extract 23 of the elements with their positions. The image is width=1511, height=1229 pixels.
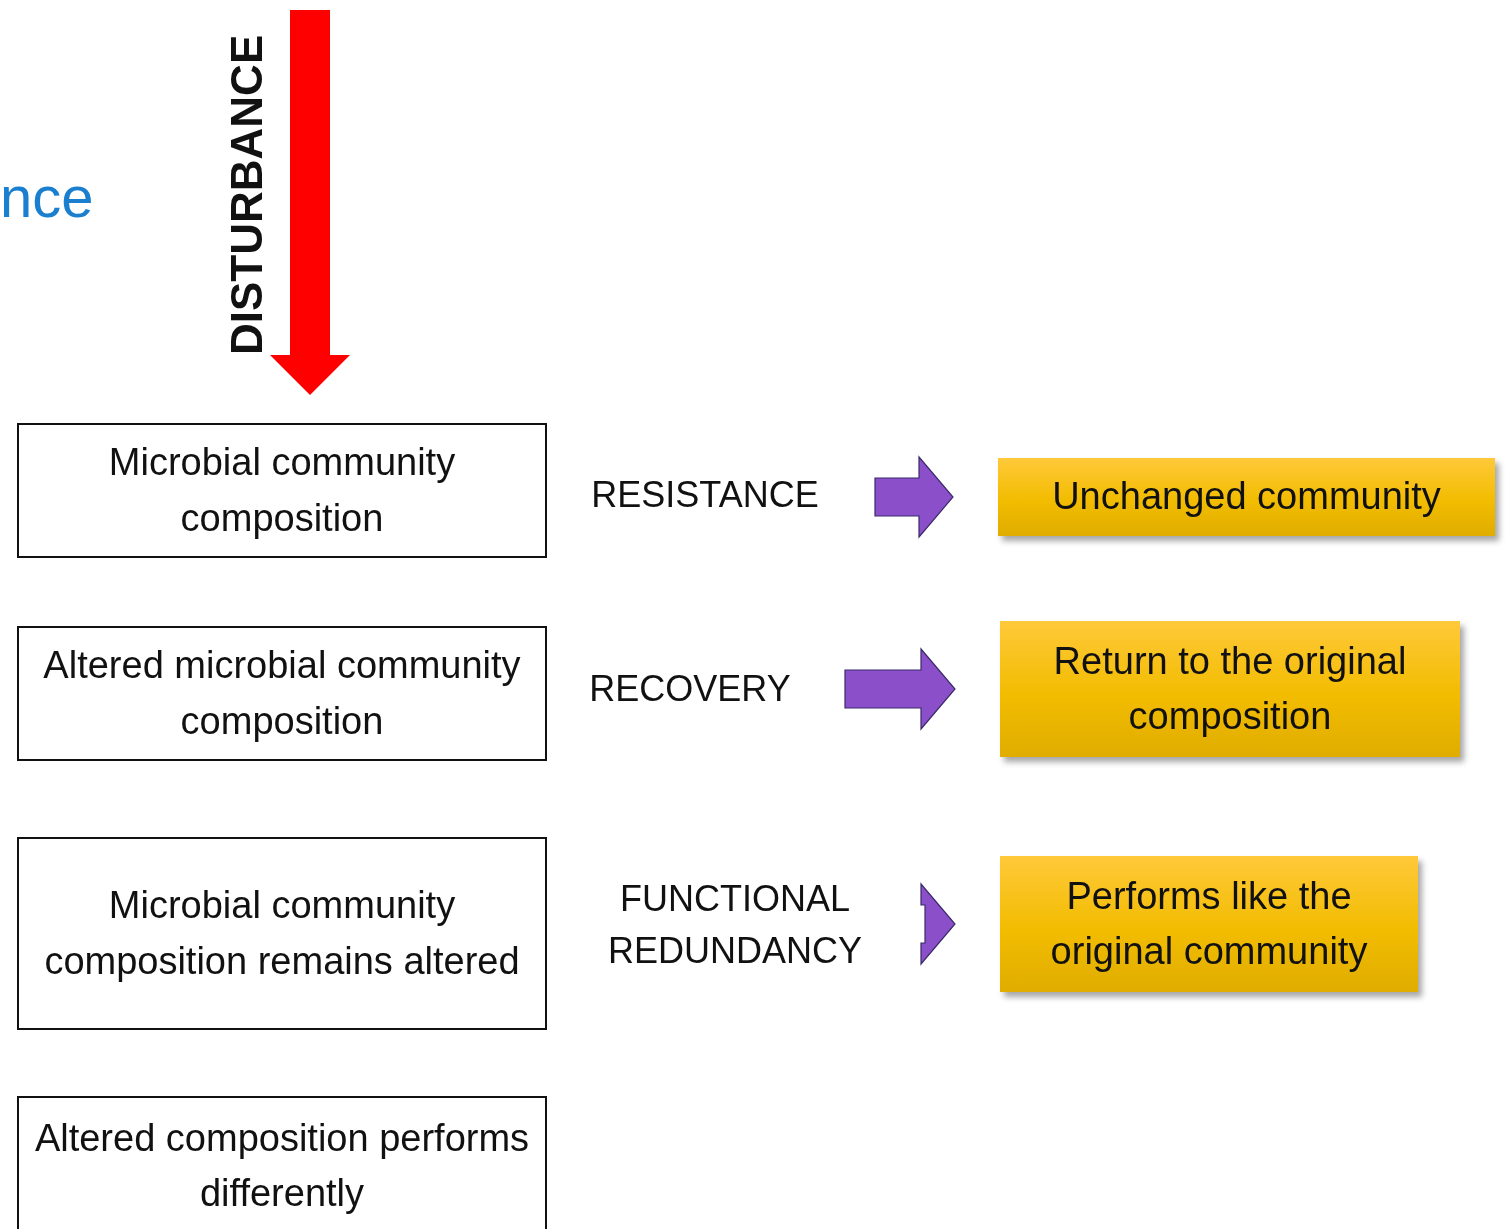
block-arrow — [844, 647, 956, 731]
block-arrow — [920, 882, 956, 966]
stage-label: RESISTANCE — [591, 472, 819, 517]
block-arrow — [874, 455, 954, 539]
process-box — [17, 423, 547, 558]
heading-fragment: nce — [0, 165, 94, 229]
process-box — [17, 626, 547, 761]
outcome-box — [1000, 621, 1460, 757]
box-text: Altered composition performs differently — [33, 1115, 531, 1216]
process-box — [17, 1096, 547, 1229]
stage-label: FUNCTIONAL REDUNDANCY — [607, 876, 863, 973]
box-text: Unchanged community — [1052, 474, 1441, 520]
stage-label: RECOVERY — [589, 666, 791, 711]
box-text: Microbial community composition remains altered — [43, 883, 521, 984]
box-text: Microbial community composition — [107, 440, 457, 541]
outcome-box — [1000, 856, 1418, 992]
process-box — [17, 837, 547, 1030]
outcome-box — [998, 458, 1495, 536]
box-text: Performs like the original community — [1049, 873, 1369, 974]
block-arrow — [270, 10, 350, 395]
edge-label: DISTURBANCE — [222, 34, 272, 355]
box-text: Altered microbial community composition — [42, 643, 522, 744]
box-text: Return to the original composition — [1052, 638, 1408, 739]
